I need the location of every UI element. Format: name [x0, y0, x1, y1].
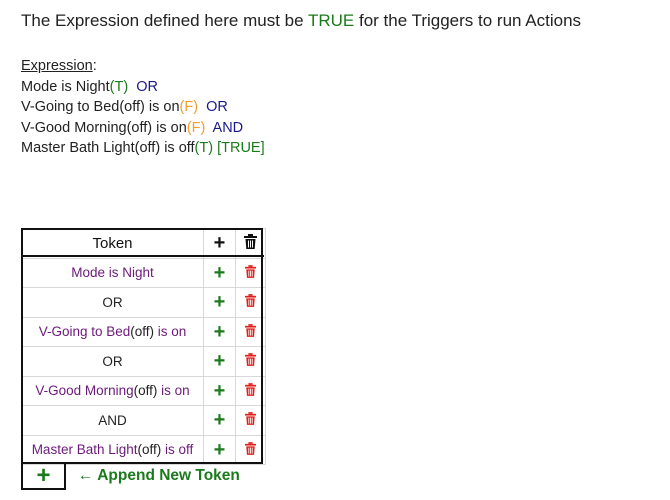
delete-cell: [235, 346, 266, 377]
insert-token-plus-icon[interactable]: +: [213, 438, 226, 461]
expression-segment: [TRUE]: [213, 140, 265, 156]
token-state: (off): [130, 324, 155, 340]
token-condition: is on: [157, 383, 190, 399]
token-row[interactable]: AND +: [21, 405, 266, 436]
token-row[interactable]: V-Going to Bed(off) is on +: [21, 316, 266, 347]
token-condition: is on: [154, 324, 187, 340]
token-cell[interactable]: Mode is Night: [21, 257, 204, 288]
header-add-cell: +: [203, 228, 236, 259]
token-row[interactable]: Mode is Night +: [21, 257, 266, 288]
token-row[interactable]: OR +: [21, 346, 266, 377]
expression-segment: Master Bath Light(off) is off: [21, 140, 195, 156]
token-label: Master Bath Light: [31, 442, 138, 458]
token-table-header-divider: [21, 255, 264, 257]
token-label: OR: [102, 294, 123, 310]
token-state: (off): [137, 442, 162, 458]
delete-cell: [235, 405, 266, 436]
delete-cell: [235, 287, 266, 318]
expression-line: V-Good Morning(off) is on(F) AND: [21, 118, 265, 139]
token-cell[interactable]: OR: [21, 287, 204, 318]
token-row[interactable]: Master Bath Light(off) is off +: [21, 434, 266, 465]
insert-cell: +: [203, 316, 236, 347]
delete-cell: [235, 257, 266, 288]
token-cell[interactable]: OR: [21, 346, 204, 377]
token-table: Token + Mode is Night +: [21, 228, 266, 465]
expression-segment: OR: [198, 99, 228, 115]
token-label: V-Going to Bed: [38, 324, 131, 340]
token-cell[interactable]: V-Good Morning(off) is on: [21, 375, 204, 406]
delete-cell: [235, 375, 266, 406]
token-row[interactable]: OR +: [21, 287, 266, 318]
header-delete-cell: [235, 228, 266, 259]
delete-token-trash-icon[interactable]: [245, 324, 256, 340]
expression-segment: AND: [205, 119, 244, 136]
token-row[interactable]: V-Good Morning(off) is on +: [21, 375, 266, 406]
insert-cell: +: [203, 375, 236, 406]
expression-heading: Expression:: [21, 56, 265, 77]
token-cell[interactable]: AND: [21, 405, 204, 436]
expression-line: Master Bath Light(off) is off(T) [TRUE]: [21, 138, 265, 159]
expression-line: Mode is Night(T) OR: [21, 77, 265, 98]
token-cell[interactable]: V-Going to Bed(off) is on: [21, 316, 204, 347]
insert-token-plus-icon[interactable]: +: [213, 409, 226, 432]
insert-token-plus-icon[interactable]: +: [213, 379, 226, 402]
insert-token-plus-icon[interactable]: +: [213, 320, 226, 343]
append-token-button[interactable]: +: [21, 462, 66, 490]
expression-segment: (F): [179, 99, 199, 115]
expression-segment: V-Going to Bed(off) is on: [21, 99, 180, 115]
expression-title-suffix: :: [92, 58, 97, 74]
insert-cell: +: [203, 346, 236, 377]
delete-token-trash-icon[interactable]: [245, 442, 256, 458]
page-headline: The Expression defined here must be TRUE…: [21, 11, 581, 31]
token-label: V-Good Morning: [35, 383, 134, 399]
token-cell[interactable]: Master Bath Light(off) is off: [21, 434, 204, 465]
insert-token-plus-icon[interactable]: +: [213, 350, 226, 373]
expression-line: V-Going to Bed(off) is on(F) OR: [21, 97, 265, 118]
header-trash-icon[interactable]: [244, 233, 257, 253]
token-label: OR: [102, 353, 123, 369]
delete-cell: [235, 434, 266, 465]
insert-cell: +: [203, 434, 236, 465]
delete-token-trash-icon[interactable]: [245, 383, 256, 399]
token-table-header: Token +: [21, 228, 266, 259]
header-plus-icon[interactable]: +: [213, 232, 226, 255]
expression-segment: OR: [128, 78, 158, 95]
expression-title: Expression: [21, 58, 93, 74]
insert-cell: +: [203, 287, 236, 318]
expression-segment: (T): [109, 78, 129, 95]
token-condition: is off: [161, 442, 194, 458]
headline-pre: The Expression defined here must be: [21, 11, 308, 30]
delete-token-trash-icon[interactable]: [245, 294, 256, 310]
expression-segment: (T): [194, 140, 214, 156]
insert-token-plus-icon[interactable]: +: [213, 261, 226, 284]
token-label: Mode is Night: [71, 265, 154, 281]
token-state: (off): [133, 383, 158, 399]
append-bar: + ← Append New Token: [21, 462, 240, 490]
expression-segment: Mode is Night: [21, 78, 110, 95]
token-column-header: Token: [21, 228, 204, 259]
insert-token-plus-icon[interactable]: +: [213, 291, 226, 314]
insert-cell: +: [203, 405, 236, 436]
insert-cell: +: [203, 257, 236, 288]
headline-post: for the Triggers to run Actions: [354, 11, 582, 30]
delete-cell: [235, 316, 266, 347]
delete-token-trash-icon[interactable]: [245, 353, 256, 369]
expression-segment: V-Good Morning(off) is on: [21, 119, 187, 136]
token-label: AND: [98, 412, 127, 428]
delete-token-trash-icon[interactable]: [245, 265, 256, 281]
append-token-link[interactable]: ← Append New Token: [78, 467, 240, 484]
expression-segment: (F): [186, 119, 206, 136]
headline-true: TRUE: [307, 11, 355, 30]
delete-token-trash-icon[interactable]: [245, 412, 256, 428]
